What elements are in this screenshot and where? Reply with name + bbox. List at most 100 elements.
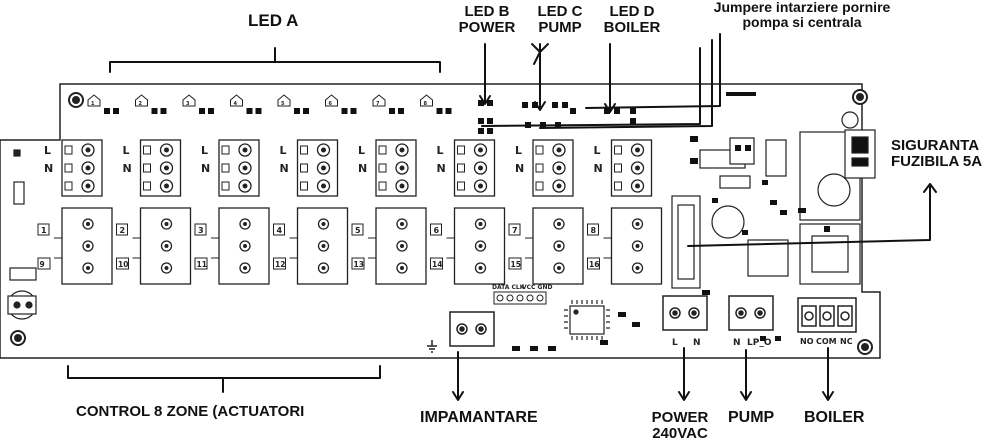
label-siguranta-line1: SIGURANTA	[891, 137, 980, 154]
label-impamantare: IMPAMANTARE	[420, 409, 538, 426]
zone-number-top-text: 1	[41, 226, 47, 235]
terminal-n-text: N	[594, 162, 603, 175]
zone-number-top-text: 6	[434, 226, 440, 235]
zone-number-top: 5	[351, 223, 364, 236]
terminal-l-text: L	[437, 144, 444, 157]
label-power-line1: POWER	[651, 409, 709, 426]
header-right-text: VCC GND	[522, 284, 552, 291]
zone-number-top: 6	[430, 223, 442, 236]
relay-block	[446, 207, 506, 285]
zone-number-top-text: 5	[355, 226, 361, 235]
terminal-n-text: N	[515, 162, 524, 175]
zone-number-bottom-text: 9	[40, 260, 45, 269]
zone-number-bottom-text: 15	[511, 260, 521, 269]
ground-connector	[427, 311, 495, 353]
label-jumpere-line2: pompa si centrala	[742, 13, 862, 30]
zone-number-bottom-text: 11	[197, 260, 207, 269]
zone-number-top: 2	[116, 223, 128, 236]
terminal-n-text: N	[358, 162, 367, 175]
boiler-no-text: NO	[800, 337, 814, 346]
led-a-item: 2	[135, 94, 167, 114]
zone-number-bottom-text: 12	[275, 260, 285, 269]
terminal-block: LN	[123, 139, 182, 197]
led-a-item: 8	[420, 94, 452, 114]
right-components	[671, 111, 876, 289]
terminal-block: LN	[201, 139, 260, 197]
led-a-item: 3	[182, 94, 214, 114]
led-a-number: 8	[424, 101, 428, 107]
label-led-d-line2: BOILER	[603, 18, 661, 36]
led-a-item: 7	[372, 94, 404, 114]
label-led-d-line1: LED D	[609, 3, 655, 20]
mounting-holes	[10, 89, 873, 355]
led-a-number: 7	[376, 101, 380, 107]
ic-chip	[564, 300, 610, 340]
zone-number-top: 7	[508, 223, 521, 236]
zone-number-bottom: 9	[37, 257, 51, 270]
led-a-number: 4	[234, 101, 238, 107]
zone-number-bottom: 14	[430, 257, 443, 270]
zone-number-top-text: 2	[120, 226, 126, 235]
label-power: POWER 240VAC	[640, 410, 720, 442]
zone-number-bottom: 13	[351, 257, 365, 270]
boiler-com-text: COM	[816, 337, 837, 346]
led-a-number: 2	[139, 101, 143, 107]
label-siguranta-line2: FUZIBILA 5A	[891, 152, 983, 170]
led-a-number: 6	[329, 101, 333, 107]
terminal-l-text: L	[123, 144, 130, 157]
boiler-nc-text: NC	[840, 337, 853, 346]
zone-number-bottom-text: 13	[354, 260, 364, 269]
power-connector	[662, 295, 708, 331]
zone-number-bottom: 16	[587, 257, 600, 270]
relay-block	[211, 207, 270, 285]
terminal-l-text: L	[280, 144, 287, 157]
relay-block	[603, 207, 663, 285]
terminal-block: LN	[280, 139, 339, 197]
terminal-n-text: N	[123, 162, 132, 175]
zone-number-top: 8	[587, 223, 599, 236]
relay-block	[368, 207, 427, 285]
label-pump: PUMP	[728, 409, 775, 426]
zone-number-top: 3	[194, 223, 207, 236]
terminal-l-text: L	[44, 144, 51, 157]
zone-number-bottom-text: 10	[118, 260, 128, 269]
relay-block	[132, 207, 192, 285]
led-a-number: 1	[91, 101, 95, 107]
led-a-item: 5	[277, 94, 309, 114]
terminal-block: LN	[594, 139, 653, 197]
terminal-n-text: N	[280, 162, 289, 175]
zone-number-top-text: 7	[512, 226, 518, 235]
zone-number-bottom-text: 16	[589, 260, 599, 269]
terminal-l-text: L	[358, 144, 365, 157]
pump-connector	[728, 295, 774, 331]
zone-number-bottom: 12	[273, 257, 286, 270]
zone-number-top-text: 8	[591, 226, 597, 235]
label-siguranta: SIGURANTA FUZIBILA 5A	[891, 138, 982, 170]
label-power-line2: 240VAC	[652, 424, 708, 442]
leader-lines	[67, 33, 937, 401]
label-led-c: LED C PUMP	[529, 4, 591, 36]
terminal-l-text: L	[594, 144, 601, 157]
smd-parts	[512, 136, 830, 351]
zone-number-bottom: 10	[116, 257, 129, 270]
pump-lp-text: LP_O	[747, 338, 772, 348]
relay-row	[54, 207, 663, 285]
led-a-number: 5	[281, 101, 285, 107]
zone-number-top: 1	[37, 223, 50, 236]
label-control-8-zone: CONTROL 8 ZONE (ACTUATORI	[76, 403, 305, 420]
pump-n-text: N	[733, 338, 741, 348]
label-led-d: LED D BOILER	[598, 4, 666, 36]
led-a-item: 4	[230, 94, 262, 114]
led-a-item: 1	[87, 94, 119, 114]
relay-block	[54, 207, 113, 285]
relay-block	[525, 207, 584, 285]
label-led-b: LED B POWER	[455, 4, 519, 36]
terminal-l-text: L	[201, 144, 208, 157]
label-led-c-line1: LED C	[537, 3, 583, 20]
zone-number-bottom: 11	[194, 257, 208, 270]
label-led-c-line2: PUMP	[538, 18, 582, 36]
left-components	[7, 149, 37, 320]
label-jumpere: Jumpere intarziere pornire pompa si cent…	[682, 0, 922, 29]
label-led-b-line1: LED B	[464, 3, 510, 20]
